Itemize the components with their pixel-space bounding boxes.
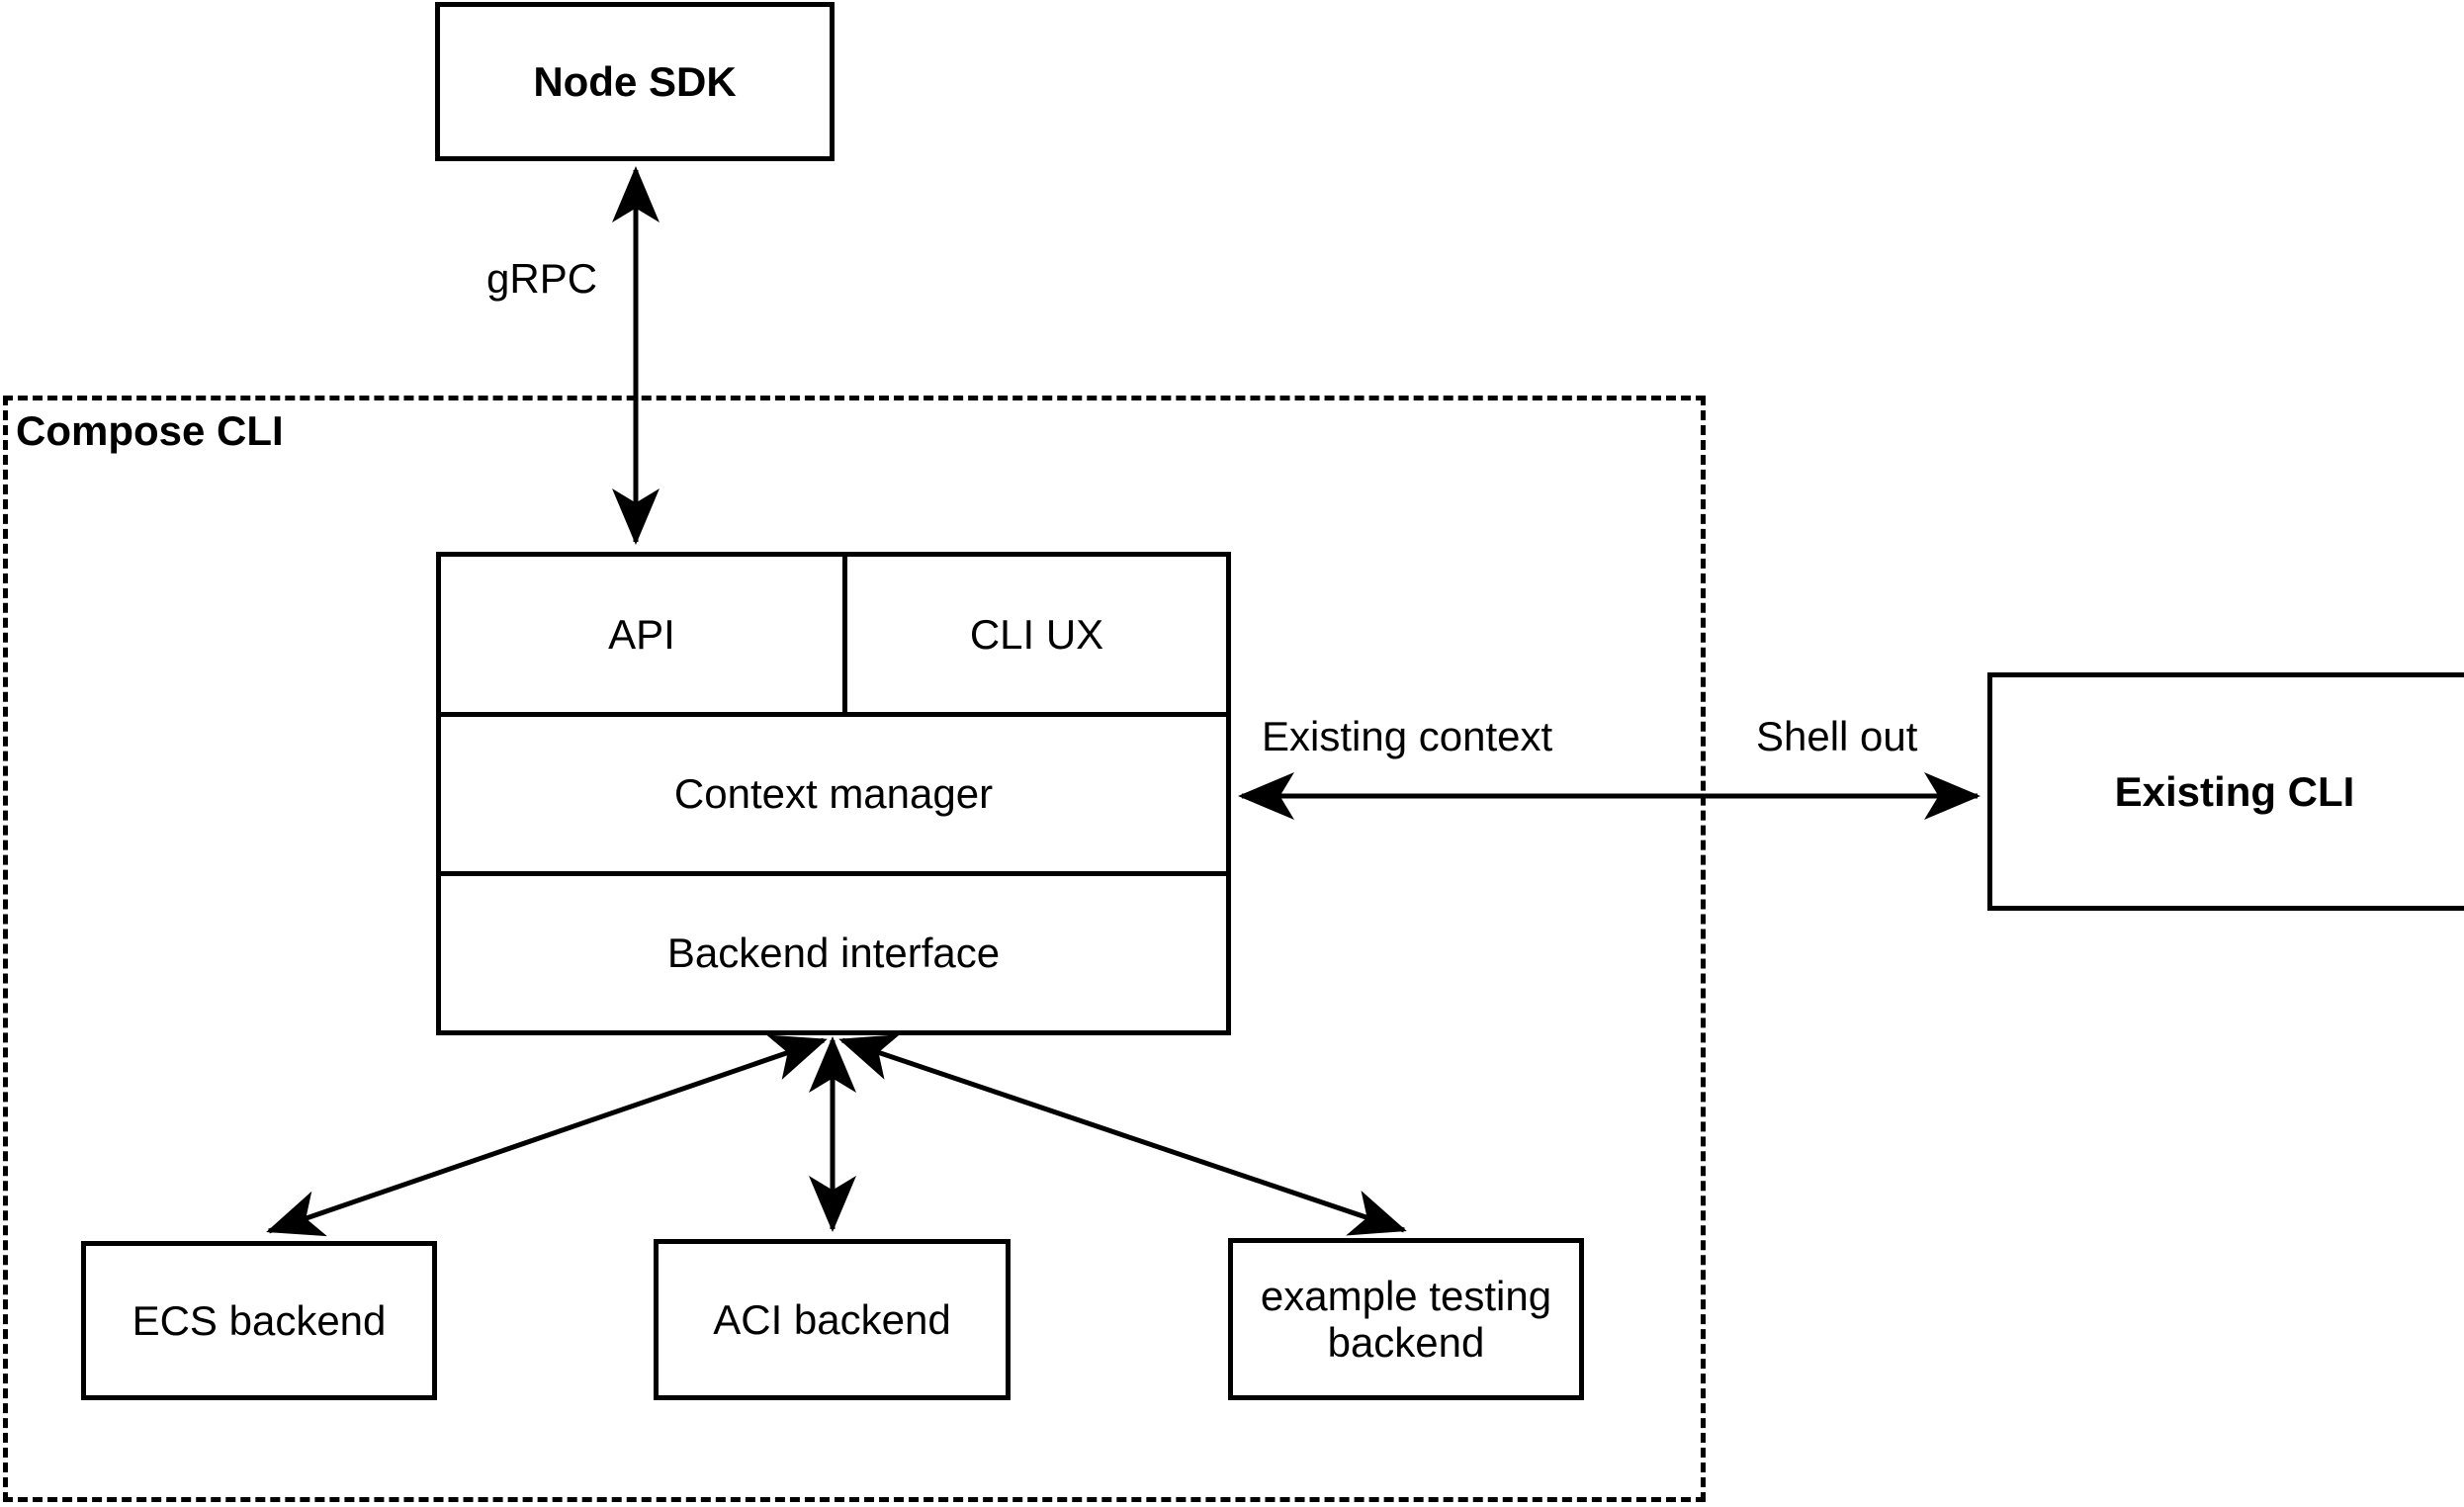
existing-context-edge-label: Existing context	[1258, 713, 1557, 760]
context-manager-cell[interactable]: Context manager	[441, 717, 1226, 871]
existing-cli-box[interactable]: Existing CLI	[1987, 672, 2464, 911]
cli-ux-label: CLI UX	[969, 610, 1104, 658]
cli-ux-cell[interactable]: CLI UX	[847, 557, 1226, 712]
aci-backend-label: ACI backend	[713, 1295, 951, 1343]
divider-row-2	[441, 871, 1226, 876]
existing-cli-label: Existing CLI	[2114, 767, 2355, 815]
api-label: API	[608, 610, 675, 658]
ecs-backend-box[interactable]: ECS backend	[81, 1241, 437, 1400]
compose-cli-core-box: API CLI UX Context manager Backend inter…	[436, 552, 1231, 1035]
shell-out-edge-label: Shell out	[1752, 713, 1922, 760]
divider-row-1	[441, 712, 1226, 717]
ecs-backend-label: ECS backend	[132, 1296, 387, 1344]
node-sdk-label: Node SDK	[533, 57, 737, 105]
compose-cli-group-label: Compose CLI	[14, 407, 286, 455]
backend-interface-label: Backend interface	[666, 930, 1001, 977]
api-cell[interactable]: API	[441, 557, 842, 712]
node-sdk-box[interactable]: Node SDK	[435, 2, 835, 161]
example-testing-backend-label: example testing backend	[1260, 1272, 1552, 1366]
divider-api-cliux	[842, 557, 847, 712]
grpc-edge-label: gRPC	[483, 255, 602, 303]
aci-backend-box[interactable]: ACI backend	[654, 1239, 1011, 1400]
example-testing-backend-box[interactable]: example testing backend	[1228, 1238, 1584, 1400]
context-manager-label: Context manager	[673, 770, 994, 818]
backend-interface-cell[interactable]: Backend interface	[441, 876, 1226, 1030]
compose-cli-group-boundary	[3, 396, 1706, 1502]
